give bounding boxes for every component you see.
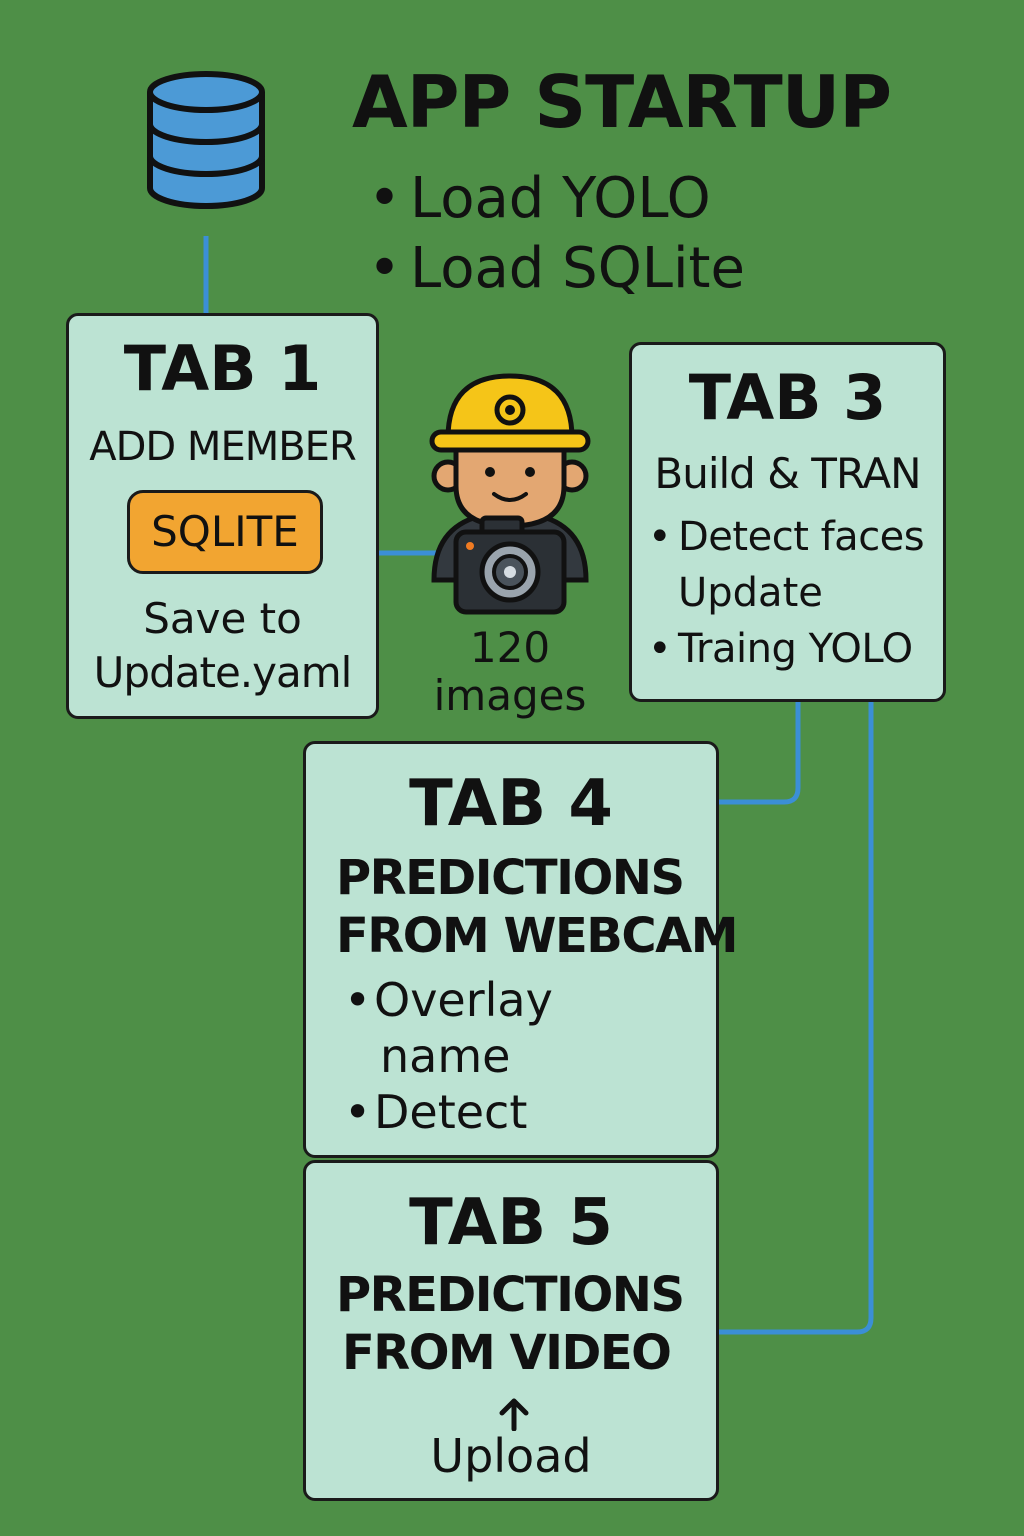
up-arrow-icon: [499, 1398, 529, 1431]
tab4-title: TAB 4: [409, 767, 613, 841]
tab5-subtitle-line1: PREDICTIONS: [336, 1267, 685, 1323]
tab3-bullet-training: Traing YOLO: [648, 621, 924, 677]
startup-title: APP STARTUP: [352, 60, 892, 144]
tab3-bullet-update: Update: [678, 570, 823, 616]
tab4-bullet-overlay: Overlay: [344, 972, 553, 1028]
tab1-note-line1: Save to: [143, 594, 302, 643]
tab4-bullets: Overlay Detect: [344, 972, 553, 1140]
tab1-title: TAB 1: [123, 332, 322, 405]
tab5-subtitle-line2: FROM VIDEO: [342, 1325, 672, 1381]
tab3-title: TAB 3: [688, 361, 887, 434]
capture-unit: images: [433, 671, 587, 720]
tab4-bullet-detect: Detect: [344, 1084, 553, 1140]
tab3-bullets: Detect faces Traing YOLO: [648, 509, 925, 677]
tab5-box: TAB 5 PREDICTIONS FROM VIDEO Upload: [303, 1160, 719, 1501]
tab4-subtitle-line2: FROM WEBCAM: [336, 908, 739, 964]
tab3-bullet-detect-faces: Detect faces: [648, 509, 925, 565]
startup-list: Load YOLO Load SQLite: [368, 164, 745, 304]
tab4-bullet-overlay-cont: name: [380, 1029, 511, 1083]
upload-label: Upload: [430, 1429, 592, 1483]
startup-item-sqlite: Load SQLite: [368, 234, 745, 304]
tab4-box: TAB 4 PREDICTIONS FROM WEBCAM Overlay De…: [303, 741, 739, 1158]
startup-item-yolo: Load YOLO: [368, 164, 745, 234]
tab3-box: TAB 3 Build & TRAN Detect faces Traing Y…: [629, 342, 946, 702]
connector-tab3-tab5: [719, 702, 874, 1335]
capture-count: 120: [469, 623, 551, 672]
tab3-subtitle: Build & TRAN: [654, 449, 921, 498]
tab5-title: TAB 5: [409, 1186, 613, 1260]
capture-count-label: 120 images: [420, 624, 600, 720]
tab1-box: TAB 1 ADD MEMBER SQLITE Save to Update.y…: [66, 313, 379, 719]
sqlite-badge: SQLITE: [127, 490, 323, 574]
tab1-subtitle: ADD MEMBER: [89, 424, 356, 470]
database-icon: [147, 71, 265, 209]
tab4-subtitle-line1: PREDICTIONS: [336, 850, 685, 906]
worker-with-camera-icon: [429, 373, 591, 615]
tab1-note-line2: Update.yaml: [93, 648, 353, 697]
connector-tab3-tab4: [719, 702, 801, 805]
